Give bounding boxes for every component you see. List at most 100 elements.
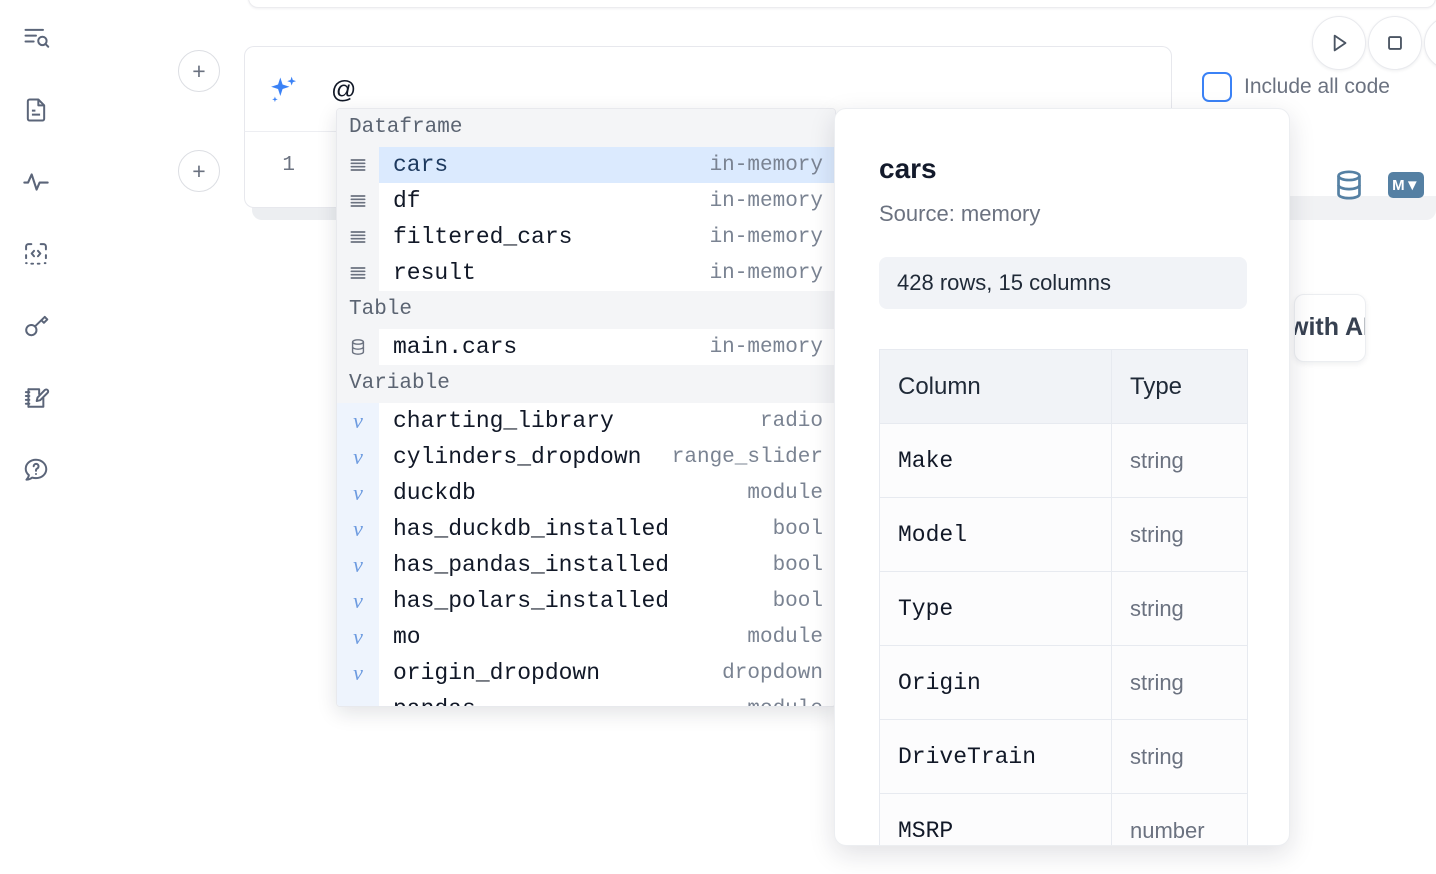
autocomplete-item-type: bool <box>772 553 823 577</box>
run-cell-button[interactable] <box>1312 16 1366 70</box>
dependency-graph-icon <box>22 240 50 268</box>
autocomplete-group-header: Dataframe <box>337 109 835 147</box>
schema-column-type: string <box>1111 719 1248 794</box>
variable-v-icon: v <box>337 583 379 619</box>
schema-column-name: Make <box>879 423 1112 498</box>
autocomplete-item-body: result in-memory <box>379 255 835 291</box>
variable-v-icon: v <box>337 403 379 439</box>
file-explorer-icon <box>22 96 50 124</box>
explore-outline-icon <box>22 24 50 52</box>
more-actions-button[interactable] <box>1424 16 1436 70</box>
autocomplete-item-type: in-memory <box>709 261 823 285</box>
sidebar-item-help[interactable] <box>14 448 58 492</box>
include-all-code-checkbox[interactable] <box>1202 72 1232 102</box>
generate-with-ai-chip[interactable]: with AI <box>1294 294 1366 362</box>
schema-column-name: Origin <box>879 645 1112 720</box>
variable-v-icon: v <box>337 475 379 511</box>
autocomplete-group-header: Variable <box>337 365 835 403</box>
variable-v-icon: v <box>337 619 379 655</box>
ai-prompt-input[interactable] <box>331 71 1131 109</box>
sidebar-item-outline[interactable] <box>14 16 58 60</box>
sidebar-item-dependencies[interactable] <box>14 232 58 276</box>
stop-square-icon <box>1382 30 1408 56</box>
autocomplete-item-name: has_polars_installed <box>393 588 670 614</box>
add-cell-above-button[interactable]: + <box>178 50 220 92</box>
left-sidebar-rail <box>0 0 72 874</box>
secrets-key-icon <box>22 312 50 340</box>
sidebar-item-file-explorer[interactable] <box>14 88 58 132</box>
schema-column-name: DriveTrain <box>879 719 1112 794</box>
dataframe-rows-icon <box>337 219 379 255</box>
autocomplete-item-type: in-memory <box>709 335 823 359</box>
autocomplete-item-type: radio <box>759 409 823 433</box>
add-cell-below-button[interactable]: + <box>178 150 220 192</box>
autocomplete-item-name: mo <box>393 624 421 650</box>
autocomplete-item[interactable]: vpandasmodule <box>337 691 835 706</box>
dataframe-rows-icon <box>337 183 379 219</box>
details-source: Source: memory <box>879 201 1041 226</box>
dataframe-rows-icon <box>337 255 379 291</box>
autocomplete-item-type: in-memory <box>709 189 823 213</box>
markdown-badge[interactable]: M▼ <box>1388 172 1424 198</box>
plus-icon: + <box>192 57 206 84</box>
autocomplete-item-body: mo module <box>379 619 835 655</box>
sidebar-item-variables[interactable] <box>14 160 58 204</box>
autocomplete-item-name: origin_dropdown <box>393 660 601 686</box>
autocomplete-item[interactable]: result in-memory <box>337 255 835 291</box>
sidebar-item-secrets[interactable] <box>14 304 58 348</box>
autocomplete-item[interactable]: v origin_dropdown dropdown <box>337 655 835 691</box>
autocomplete-item-name: main.cars <box>393 334 518 360</box>
schema-column-name: Model <box>879 497 1112 572</box>
autocomplete-item-name: result <box>393 260 476 286</box>
autocomplete-item[interactable]: main.cars in-memory <box>337 329 835 365</box>
variable-v-icon: v <box>337 655 379 691</box>
schema-column-name: MSRP <box>879 793 1112 845</box>
variables-activity-icon <box>22 168 50 196</box>
sidebar-item-scratchpad[interactable] <box>14 376 58 420</box>
schema-column-type: string <box>1111 571 1248 646</box>
plus-icon: + <box>192 157 206 184</box>
database-icon[interactable] <box>1332 168 1366 202</box>
database-icon <box>337 329 379 365</box>
autocomplete-item-type: module <box>747 625 823 649</box>
autocomplete-item-name: cars <box>393 152 449 178</box>
sparkle-icon <box>267 73 301 107</box>
stop-cell-button[interactable] <box>1368 16 1422 70</box>
autocomplete-item-body: origin_dropdown dropdown <box>379 655 835 691</box>
variable-v-icon: v <box>337 691 379 706</box>
autocomplete-item-body: pandasmodule <box>379 691 835 706</box>
include-all-code-row[interactable]: Include all code <box>1202 72 1390 102</box>
column-header-type: Type <box>1111 349 1248 424</box>
autocomplete-item-type: in-memory <box>709 225 823 249</box>
autocomplete-group-header: Table <box>337 291 835 329</box>
table-header-row: Column Type <box>879 349 1248 424</box>
autocomplete-item-type: dropdown <box>722 661 823 685</box>
schema-column-type: string <box>1111 645 1248 720</box>
column-header-column: Column <box>879 349 1112 424</box>
schema-column-type: string <box>1111 423 1248 498</box>
